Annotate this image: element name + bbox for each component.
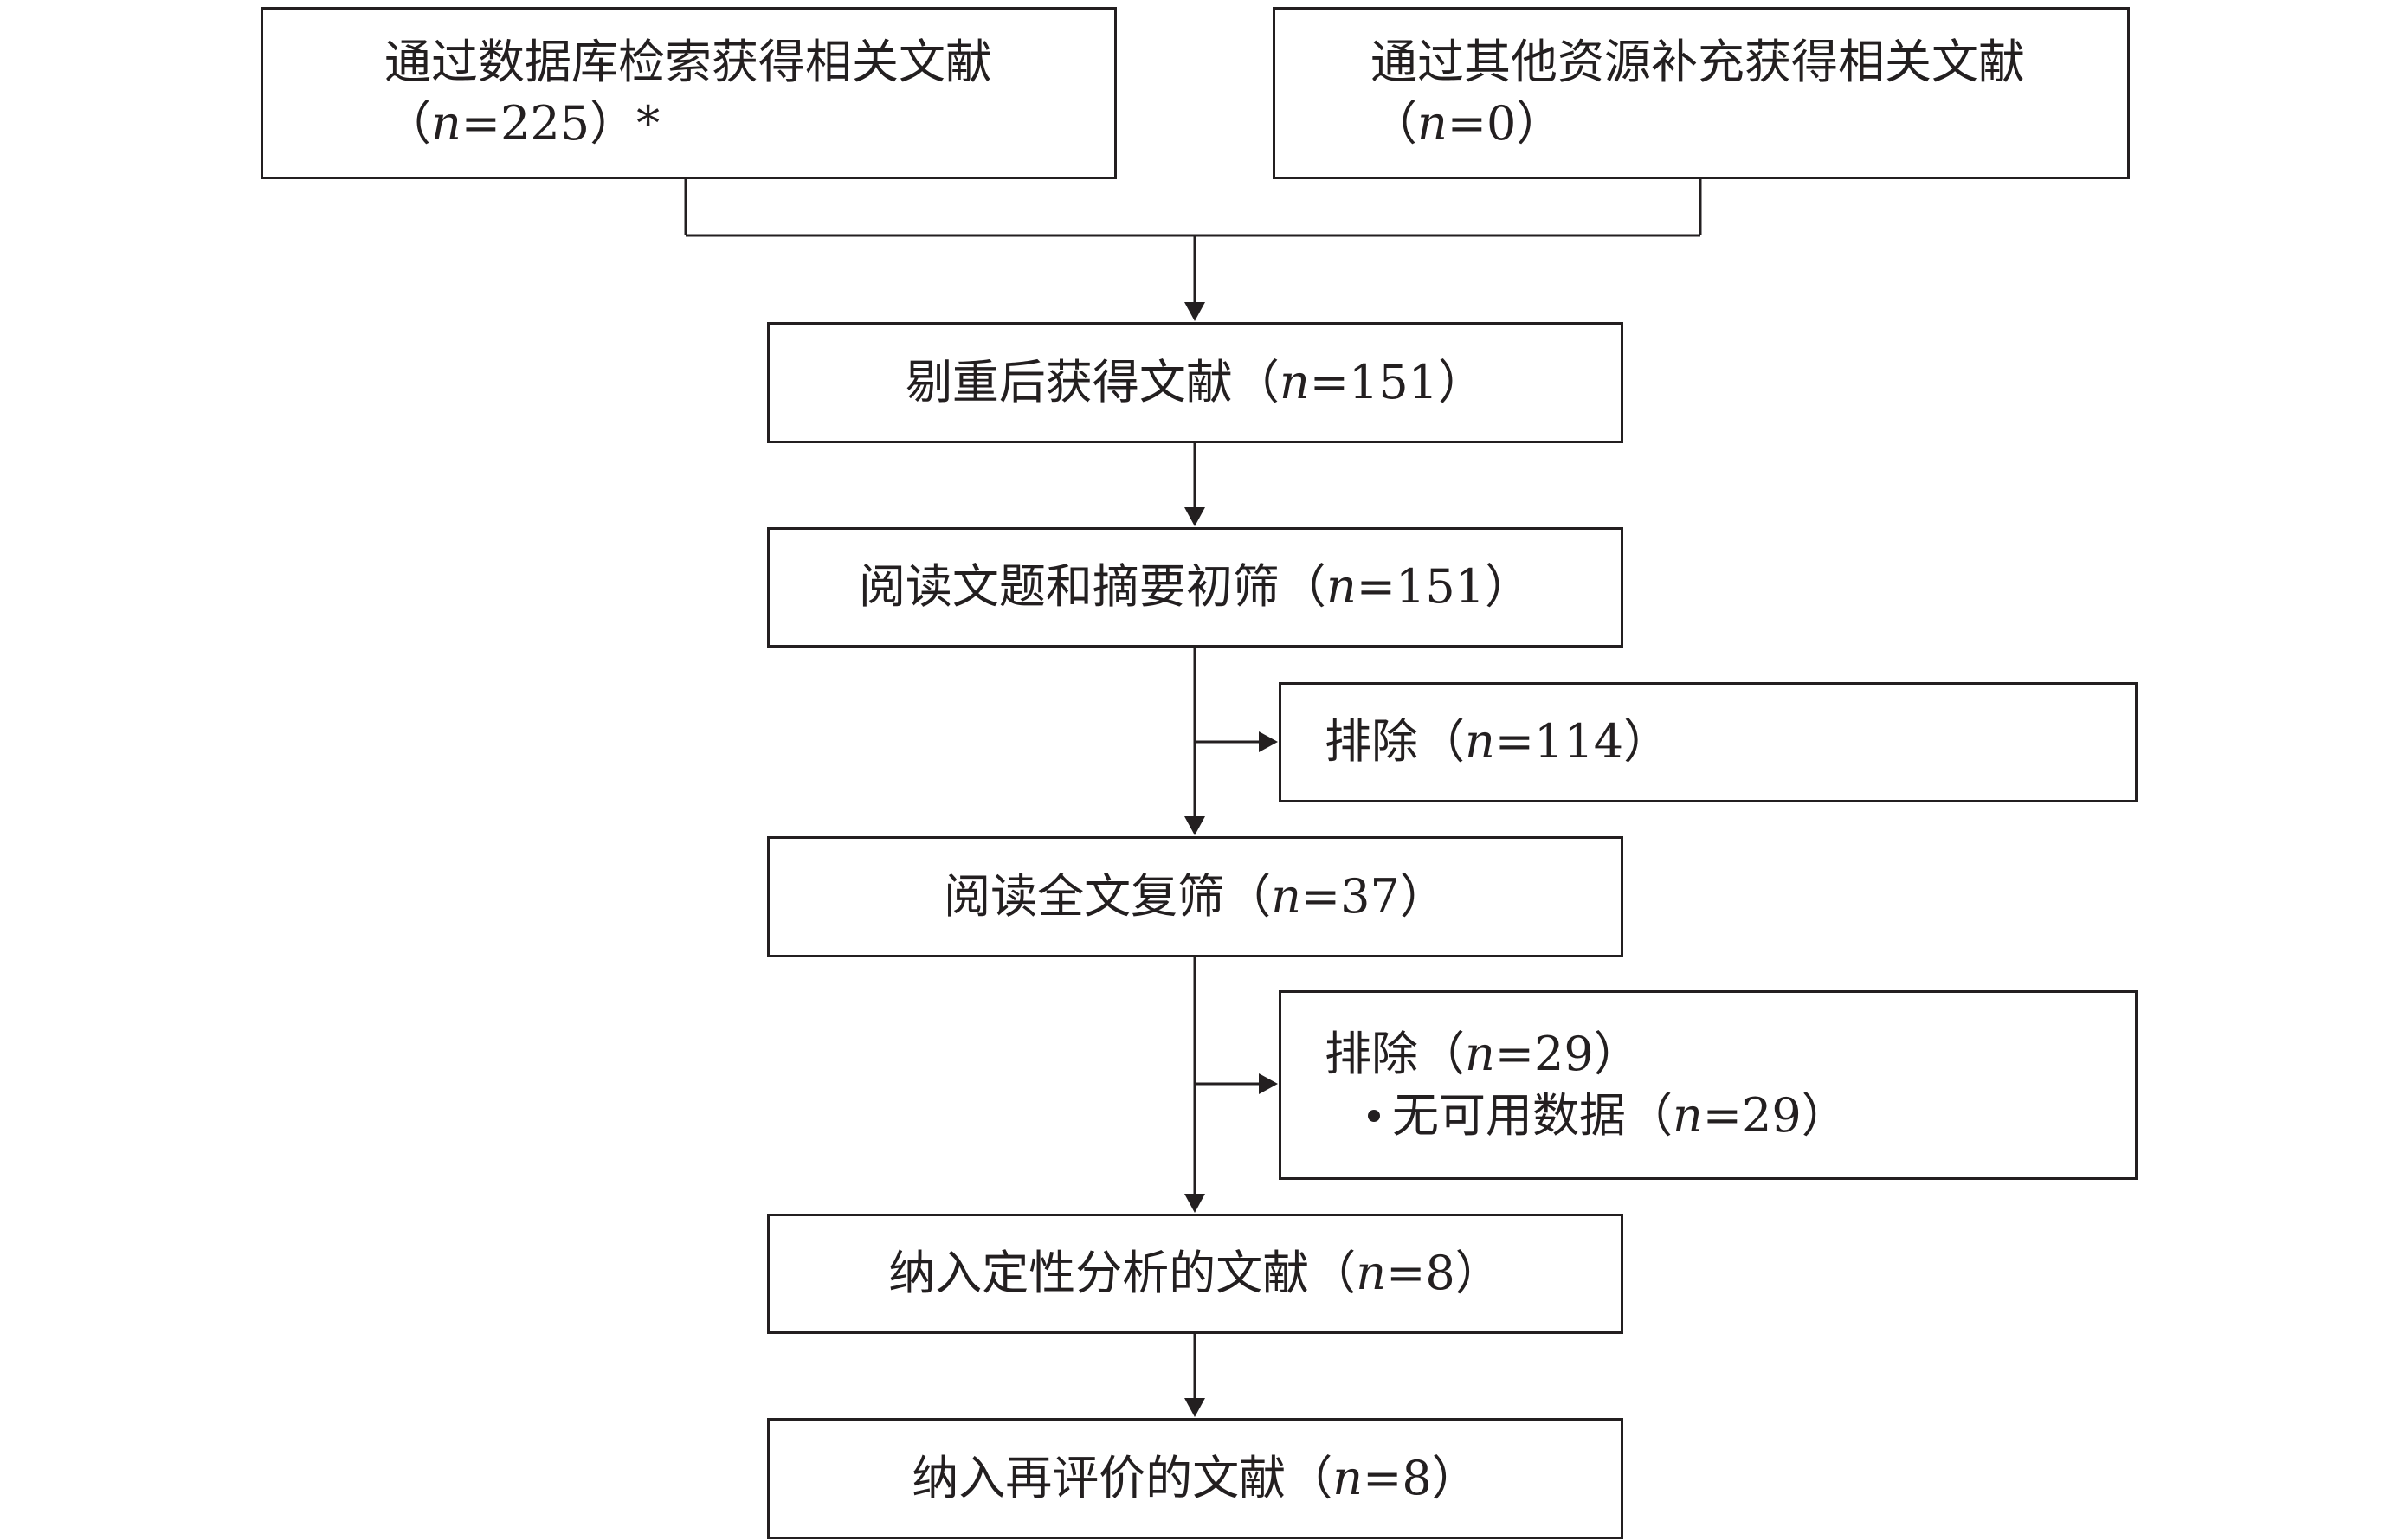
arrowhead-reevaluation (1184, 1398, 1205, 1417)
exclude-1-box: 排除（n=114） (1279, 682, 2138, 802)
database-search-label: 通过数据库检索获得相关文献 (384, 35, 992, 90)
arrowhead-full-text (1184, 816, 1205, 835)
reevaluation-label: 纳入再评价的文献（n=8） (912, 1450, 1479, 1505)
exclude-2-box: 排除（n=29） 无可用数据（n=29） (1279, 990, 2138, 1180)
title-abstract-box: 阅读文题和摘要初筛（n=151） (767, 527, 1623, 648)
database-search-box: 通过数据库检索获得相关文献 （n=225）* (261, 7, 1117, 179)
other-sources-count: （n=0） (1370, 95, 1564, 151)
arrowhead-title-abstract (1184, 507, 1205, 526)
dedup-box: 剔重后获得文献（n=151） (767, 322, 1623, 443)
qualitative-analysis-label: 纳入定性分析的文献（n=8） (888, 1246, 1502, 1301)
full-text-label: 阅读全文复筛（n=37） (944, 868, 1447, 924)
exclude-2-reason: 无可用数据（n=29） (1325, 1086, 1848, 1146)
qualitative-analysis-box: 纳入定性分析的文献（n=8） (767, 1214, 1623, 1334)
exclude-1-label: 排除（n=114） (1325, 714, 1671, 770)
arrowhead-exclude-2 (1259, 1073, 1278, 1094)
title-abstract-label: 阅读文题和摘要初筛（n=151） (858, 559, 1532, 615)
bullet-icon (1368, 1109, 1380, 1122)
arrowhead-dedup (1184, 302, 1205, 321)
full-text-box: 阅读全文复筛（n=37） (767, 836, 1623, 957)
dedup-label: 剔重后获得文献（n=151） (905, 354, 1486, 409)
arrowhead-qualitative (1184, 1194, 1205, 1213)
database-search-count: （n=225）* (384, 95, 661, 151)
other-sources-label: 通过其他资源补充获得相关文献 (1370, 35, 2025, 90)
other-sources-box: 通过其他资源补充获得相关文献 （n=0） (1273, 7, 2130, 179)
arrowhead-exclude-1 (1259, 731, 1278, 752)
reevaluation-box: 纳入再评价的文献（n=8） (767, 1418, 1623, 1539)
exclude-2-label: 排除（n=29） (1325, 1027, 1641, 1082)
